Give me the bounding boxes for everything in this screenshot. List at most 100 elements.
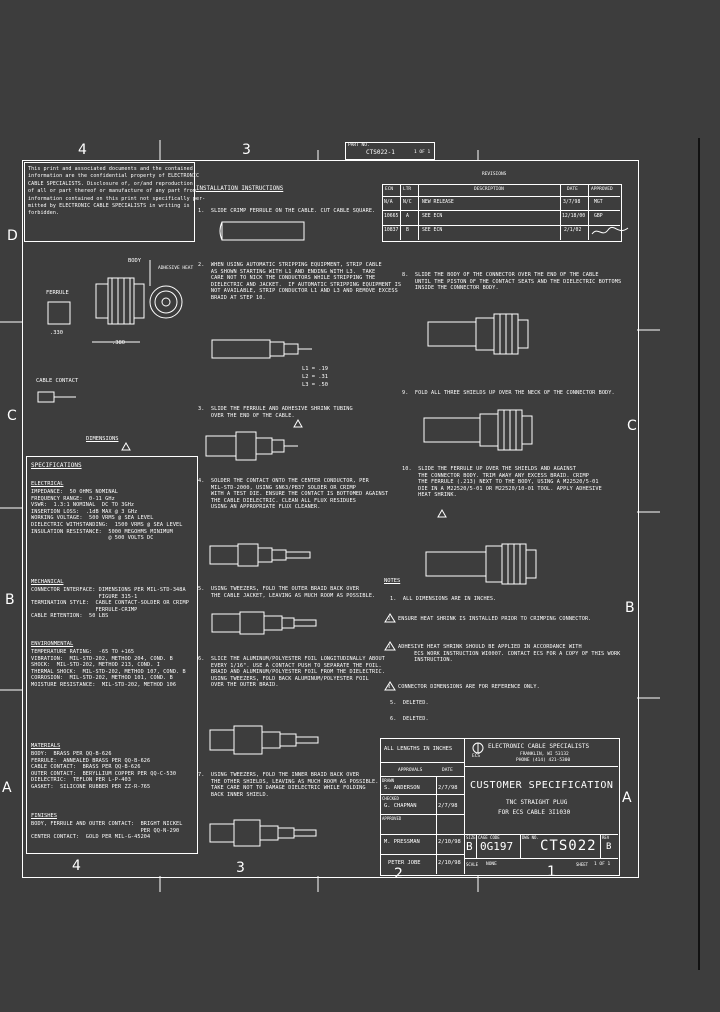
label-body: BODY xyxy=(128,258,141,264)
note-flag-4: 4 xyxy=(388,684,391,689)
title-block: ALL LENGTHS IN INCHES ECS ELECTRONIC CAB… xyxy=(380,738,620,876)
strip-dim-l1: L1 = .19 xyxy=(302,366,328,372)
label-dim-380: .380 xyxy=(112,340,125,346)
rev-row-2-ltr: B xyxy=(406,228,409,233)
specifications-box: SPECIFICATIONS ELECTRICAL IMPEDANCE: 50 … xyxy=(26,456,198,854)
note-1: 1. ALL DIMENSIONS ARE IN INCHES. xyxy=(390,596,497,602)
spec-electrical-title: ELECTRICAL xyxy=(31,481,64,487)
spec-environmental-title: ENVIRONMENTAL xyxy=(31,641,74,647)
approved-name: M. PRESSMAN xyxy=(384,839,420,845)
units-note: ALL LENGTHS IN INCHES xyxy=(384,746,453,752)
page-edge-line xyxy=(698,138,700,970)
approved-label: APPROVED xyxy=(382,816,402,821)
approved-date: 2/10/98 xyxy=(438,839,461,845)
install-step-10: 10. SLIDE THE FERRULE UP OVER THE SHIELD… xyxy=(402,466,602,499)
rev-row-1-ecn: 10665 xyxy=(384,214,399,219)
zone-right-B: B xyxy=(625,600,635,616)
rev-row-0-desc: NEW RELEASE xyxy=(422,200,454,205)
zone-left-B: B xyxy=(5,592,15,608)
ecs-logo-text: ECS xyxy=(472,754,481,759)
rev-header-ltr: LTR xyxy=(403,187,412,192)
note-5: 5. DELETED. xyxy=(390,700,429,706)
cage-label: CAGE CODE xyxy=(478,835,500,840)
scale-value: NONE xyxy=(486,862,497,867)
rev-row-0-date: 3/7/98 xyxy=(563,200,581,205)
qa-name: PETER JOBE xyxy=(388,860,421,866)
strip-dim-l3: L3 = .50 xyxy=(302,382,328,388)
label-adhesive-heat: ADHESIVE HEAT xyxy=(158,266,194,271)
zone-left-D: D xyxy=(7,228,18,244)
zone-right-C: C xyxy=(627,418,637,434)
company-address: FRANKLIN, WI 53132 xyxy=(520,752,569,757)
rev-value: B xyxy=(606,842,612,852)
dwg-value: CTS022 xyxy=(540,838,597,854)
rev-header-approved: APPROVED xyxy=(591,187,613,192)
note-flag-2: 2 xyxy=(388,616,391,621)
proprietary-note-box: This print and associated documents and … xyxy=(24,162,205,242)
signature-scribble xyxy=(590,224,630,240)
zone-right-A: A xyxy=(622,790,632,806)
approvals-label: APPROVALS xyxy=(398,768,423,773)
rev-header-date: DATE xyxy=(567,187,578,192)
cage-value: 0G197 xyxy=(480,840,514,853)
rev-header-description: DESCRIPTION xyxy=(474,187,504,192)
zone-left-C: C xyxy=(7,408,17,424)
drawn-date: 2/7/98 xyxy=(438,785,458,791)
spec-finishes: BODY, FERRULE AND OUTER CONTACT: BRIGHT … xyxy=(31,821,183,841)
spec-environmental: TEMPERATURE RATING: -65 TO +165 VIBRATIO… xyxy=(31,649,186,688)
note-3: ADHESIVE HEAT SHRINK SHOULD BE APPLIED I… xyxy=(398,644,621,664)
note-4: CONNECTOR DIMENSIONS ARE FOR REFERENCE O… xyxy=(398,684,540,690)
checked-date: 2/7/98 xyxy=(438,803,458,809)
install-step-7: 7. USING TWEEZERS, FOLD THE INNER BRAID … xyxy=(198,772,379,798)
zone-bottom-1: 1 xyxy=(547,864,556,880)
install-step-2: 2. WHEN USING AUTOMATIC STRIPPING EQUIPM… xyxy=(198,262,402,301)
notes-title: NOTES xyxy=(384,578,401,584)
revisions-table: REVISIONS ECN LTR DESCRIPTION DATE APPRO… xyxy=(382,172,620,242)
strip-dim-l2: L2 = .31 xyxy=(302,374,328,380)
rev-row-2-desc: SEE ECN xyxy=(422,228,443,233)
label-cable-contact: CABLE CONTACT xyxy=(36,378,79,384)
rev-row-1-date: 12/18/00 xyxy=(562,214,586,219)
spec-mechanical-title: MECHANICAL xyxy=(31,579,64,585)
drawn-label: DRAWN xyxy=(382,778,395,783)
rev-label: REV xyxy=(602,835,610,840)
approvals-date-label: DATE xyxy=(442,768,453,773)
install-step-3: 3. SLIDE THE FERRULE AND ADHESIVE SHRINK… xyxy=(198,406,353,419)
install-step-9: 9. FOLD ALL THREE SHIELDS UP OVER THE NE… xyxy=(402,390,615,396)
label-ferrule: FERRULE xyxy=(46,290,69,296)
zone-top-3: 3 xyxy=(242,142,251,158)
zone-top-4: 4 xyxy=(78,142,87,158)
qa-date: 2/10/98 xyxy=(438,860,461,866)
note-6: 6. DELETED. xyxy=(390,716,429,722)
revisions-title: REVISIONS xyxy=(482,172,507,177)
scale-label: SCALE xyxy=(466,862,479,867)
sheet-border xyxy=(22,160,639,878)
install-step-4: 4. SOLDER THE CONTACT ONTO THE CENTER CO… xyxy=(198,478,389,511)
checked-name: G. CHAPMAN xyxy=(384,803,417,809)
install-step-8: 8. SLIDE THE BODY OF THE CONNECTOR OVER … xyxy=(402,272,622,292)
rev-row-0-appr: MGT xyxy=(594,200,603,205)
ecs-logo-icon xyxy=(472,742,486,760)
spec-electrical: IMPEDANCE: 50 OHMS NOMINAL FREQUENCY RAN… xyxy=(31,489,183,542)
rev-header-ecn: ECN xyxy=(385,187,394,192)
rev-row-2-ecn: 10837 xyxy=(384,228,399,233)
note-2: ENSURE HEAT SHRINK IS INSTALLED PRIOR TO… xyxy=(398,616,592,622)
zone-bottom-3: 3 xyxy=(236,860,245,876)
part-number-sheet: 1 OF 1 xyxy=(414,150,431,155)
spec-mechanical: CONNECTOR INTERFACE: DIMENSIONS PER MIL-… xyxy=(31,587,189,620)
note-flag-3: 3 xyxy=(388,644,391,649)
spec-materials-title: MATERIALS xyxy=(31,743,61,749)
label-dim-330: .330 xyxy=(50,330,63,336)
size-value: B xyxy=(466,840,473,853)
sheet-value: 1 OF 1 xyxy=(594,862,611,867)
rev-row-0-ltr: N/C xyxy=(403,200,412,205)
sheet-label: SHEET xyxy=(576,862,589,867)
part-number-label: PART NO. xyxy=(348,143,370,148)
rev-row-2-date: 2/1/02 xyxy=(564,228,582,233)
installation-title: INSTALLATION INSTRUCTIONS xyxy=(196,186,284,192)
spec-title: SPECIFICATIONS xyxy=(31,462,82,469)
